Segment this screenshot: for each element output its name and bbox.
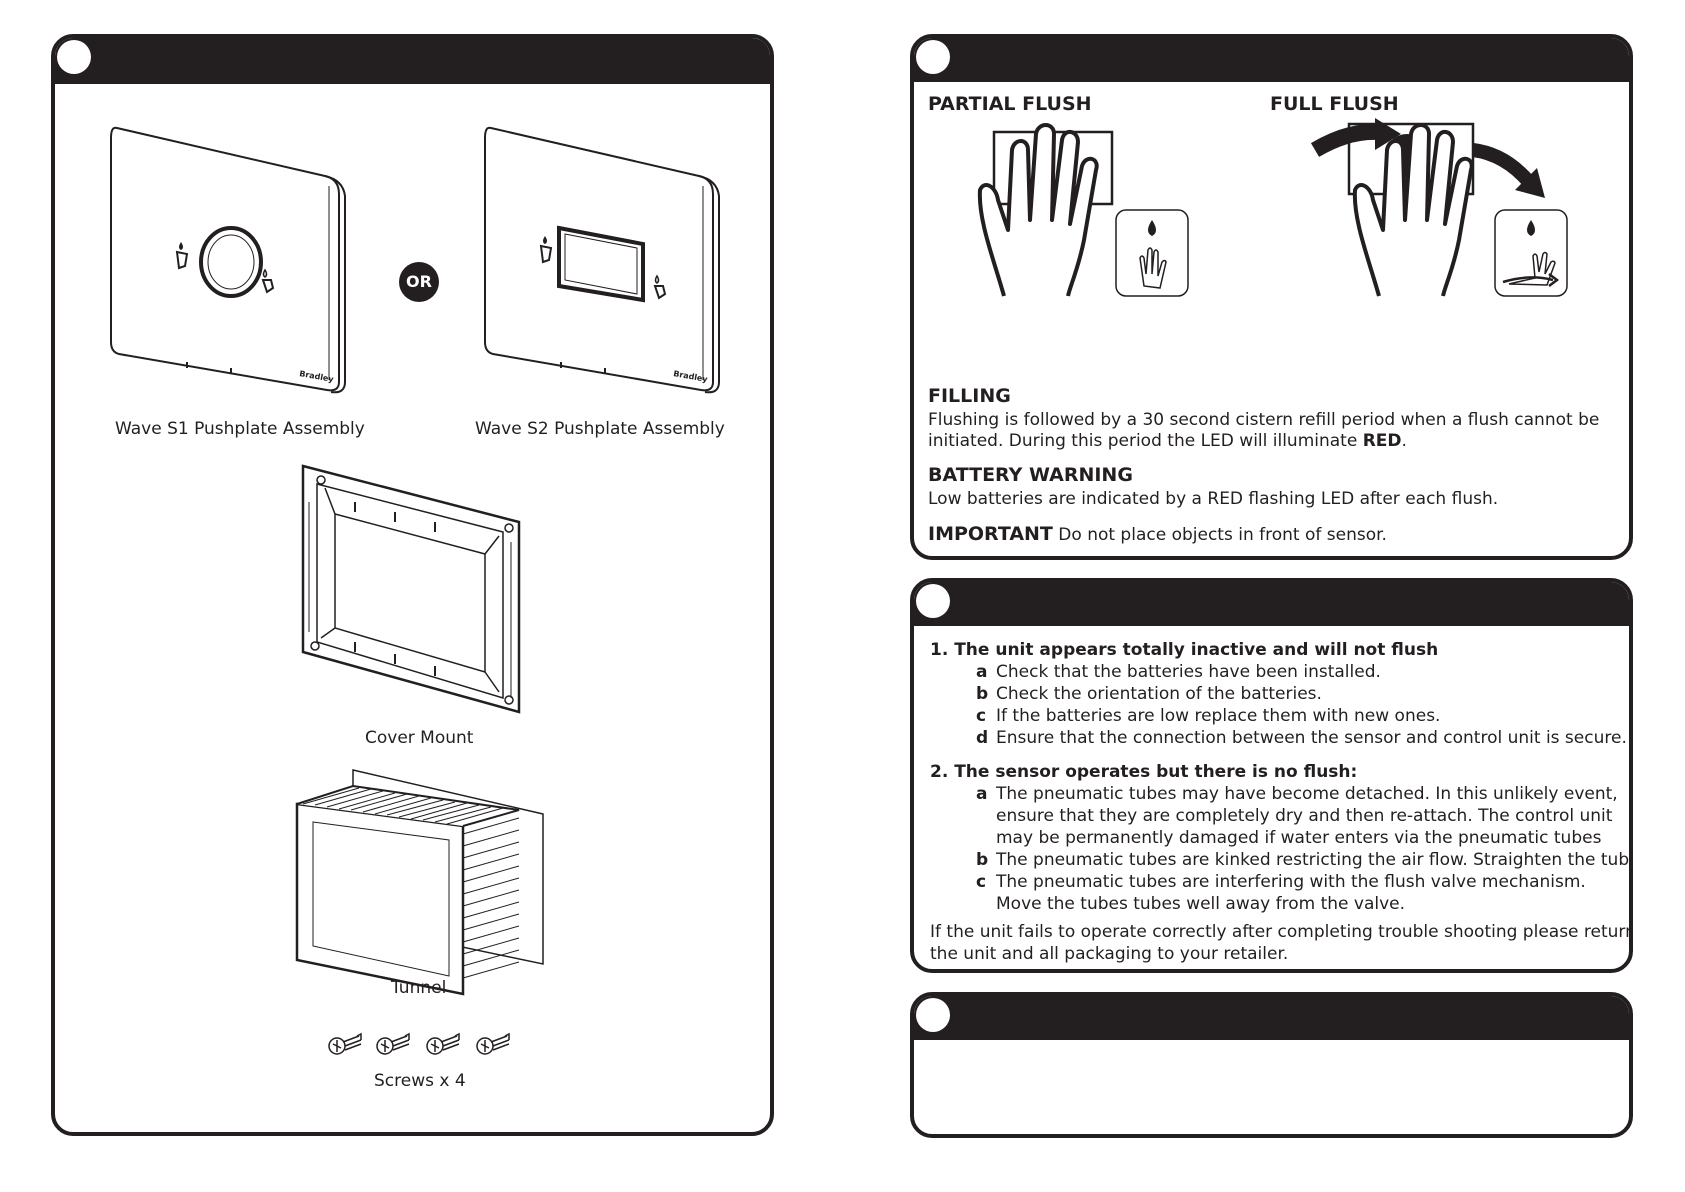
item-letter: c xyxy=(976,872,987,892)
important-label: IMPORTANT xyxy=(928,523,1053,545)
wave-s2-pushplate-illustration: Bradley xyxy=(484,126,720,394)
trouble-footer-line-2: the unit and all packaging to your retai… xyxy=(930,944,1289,964)
item-text: The pneumatic tubes are interfering with… xyxy=(996,872,1586,892)
full-flush-label: FULL FLUSH xyxy=(1270,93,1399,115)
full-flush-hand-illustration xyxy=(1310,118,1568,297)
item-letter: a xyxy=(976,784,988,804)
header-tab-dot xyxy=(916,998,950,1032)
partial-flush-label: PARTIAL FLUSH xyxy=(928,93,1092,115)
trouble-q2-item-a-line-2: ensure that they are completely dry and … xyxy=(996,806,1613,826)
item-text: Ensure that the connection between the s… xyxy=(996,728,1627,748)
operation-panel-header xyxy=(914,38,1629,82)
partial-flush-hand-illustration xyxy=(977,123,1189,297)
trouble-q2-item-a-line-3: may be permanently damaged if water ente… xyxy=(996,828,1602,848)
cover-mount-illustration xyxy=(301,464,521,714)
trouble-q2-item-c-line-2: Move the tubes tubes well away from the … xyxy=(996,894,1406,914)
item-letter: b xyxy=(976,850,989,870)
important-text: Do not place objects in front of sensor. xyxy=(1052,525,1387,545)
trouble-q1-item-a: a Check that the batteries have been inst… xyxy=(976,662,1381,682)
tunnel-caption: Tunnel xyxy=(391,978,447,998)
item-letter: d xyxy=(976,728,989,748)
header-tab-dot xyxy=(57,40,91,74)
bottom-panel xyxy=(910,992,1633,1138)
item-text: Check that the batteries have been insta… xyxy=(996,662,1381,682)
wave-s1-caption: Wave S1 Pushplate Assembly xyxy=(115,419,365,439)
components-panel: Bradley OR Bradley Wave S1 Pushplate Ass… xyxy=(51,34,774,1136)
filling-text-line-1: Flushing is followed by a 30 second cist… xyxy=(928,410,1600,430)
battery-warning-title: BATTERY WARNING xyxy=(928,464,1133,486)
item-letter: a xyxy=(976,662,988,682)
filling-title: FILLING xyxy=(928,385,1011,407)
operation-panel: PARTIAL FLUSH FULL FLUSH FILLING Flushin… xyxy=(910,34,1633,560)
filling-text-span: initiated. During this period the LED wi… xyxy=(928,431,1363,451)
trouble-q2-item-c: c The pneumatic tubes are interfering wit… xyxy=(976,872,1586,892)
wave-s2-caption: Wave S2 Pushplate Assembly xyxy=(475,419,725,439)
screws-caption: Screws x 4 xyxy=(374,1071,466,1091)
troubleshooting-panel: 1. The unit appears totally inactive and… xyxy=(910,578,1633,973)
components-panel-header xyxy=(55,38,770,84)
item-text: The pneumatic tubes are kinked restricti… xyxy=(996,850,1633,870)
item-letter: b xyxy=(976,684,989,704)
trouble-q1-item-b: b Check the orientation of the batteries. xyxy=(976,684,1322,704)
cover-mount-caption: Cover Mount xyxy=(365,728,474,748)
trouble-question-2: 2. The sensor operates but there is no f… xyxy=(930,762,1358,782)
troubleshooting-panel-header xyxy=(914,582,1629,626)
trouble-question-1: 1. The unit appears totally inactive and… xyxy=(930,640,1439,660)
filling-text-line-2: initiated. During this period the LED wi… xyxy=(928,431,1407,451)
important-note: IMPORTANT Do not place objects in front … xyxy=(928,523,1387,545)
wave-s1-pushplate-illustration: Bradley xyxy=(110,126,346,394)
item-text: If the batteries are low replace them wi… xyxy=(996,706,1441,726)
battery-warning-text: Low batteries are indicated by a RED fla… xyxy=(928,489,1499,509)
item-text: Check the orientation of the batteries. xyxy=(996,684,1322,704)
tunnel-illustration xyxy=(295,769,544,996)
filling-text-period: . xyxy=(1401,431,1407,451)
item-letter: c xyxy=(976,706,987,726)
screws-illustration xyxy=(328,1032,510,1055)
trouble-q1-item-c: c If the batteries are low replace them w… xyxy=(976,706,1440,726)
bottom-panel-header xyxy=(914,996,1629,1040)
trouble-footer-line-1: If the unit fails to operate correctly a… xyxy=(930,922,1633,942)
header-tab-dot xyxy=(916,584,950,618)
trouble-q1-item-d: d Ensure that the connection between the … xyxy=(976,728,1627,748)
trouble-q2-item-a: a The pneumatic tubes may have become det… xyxy=(976,784,1618,804)
trouble-q2-item-b: b The pneumatic tubes are kinked restrict… xyxy=(976,850,1633,870)
or-badge: OR xyxy=(399,262,439,302)
filling-text-red: RED xyxy=(1362,431,1402,451)
header-tab-dot xyxy=(916,40,950,74)
item-text: The pneumatic tubes may have become deta… xyxy=(996,784,1618,804)
